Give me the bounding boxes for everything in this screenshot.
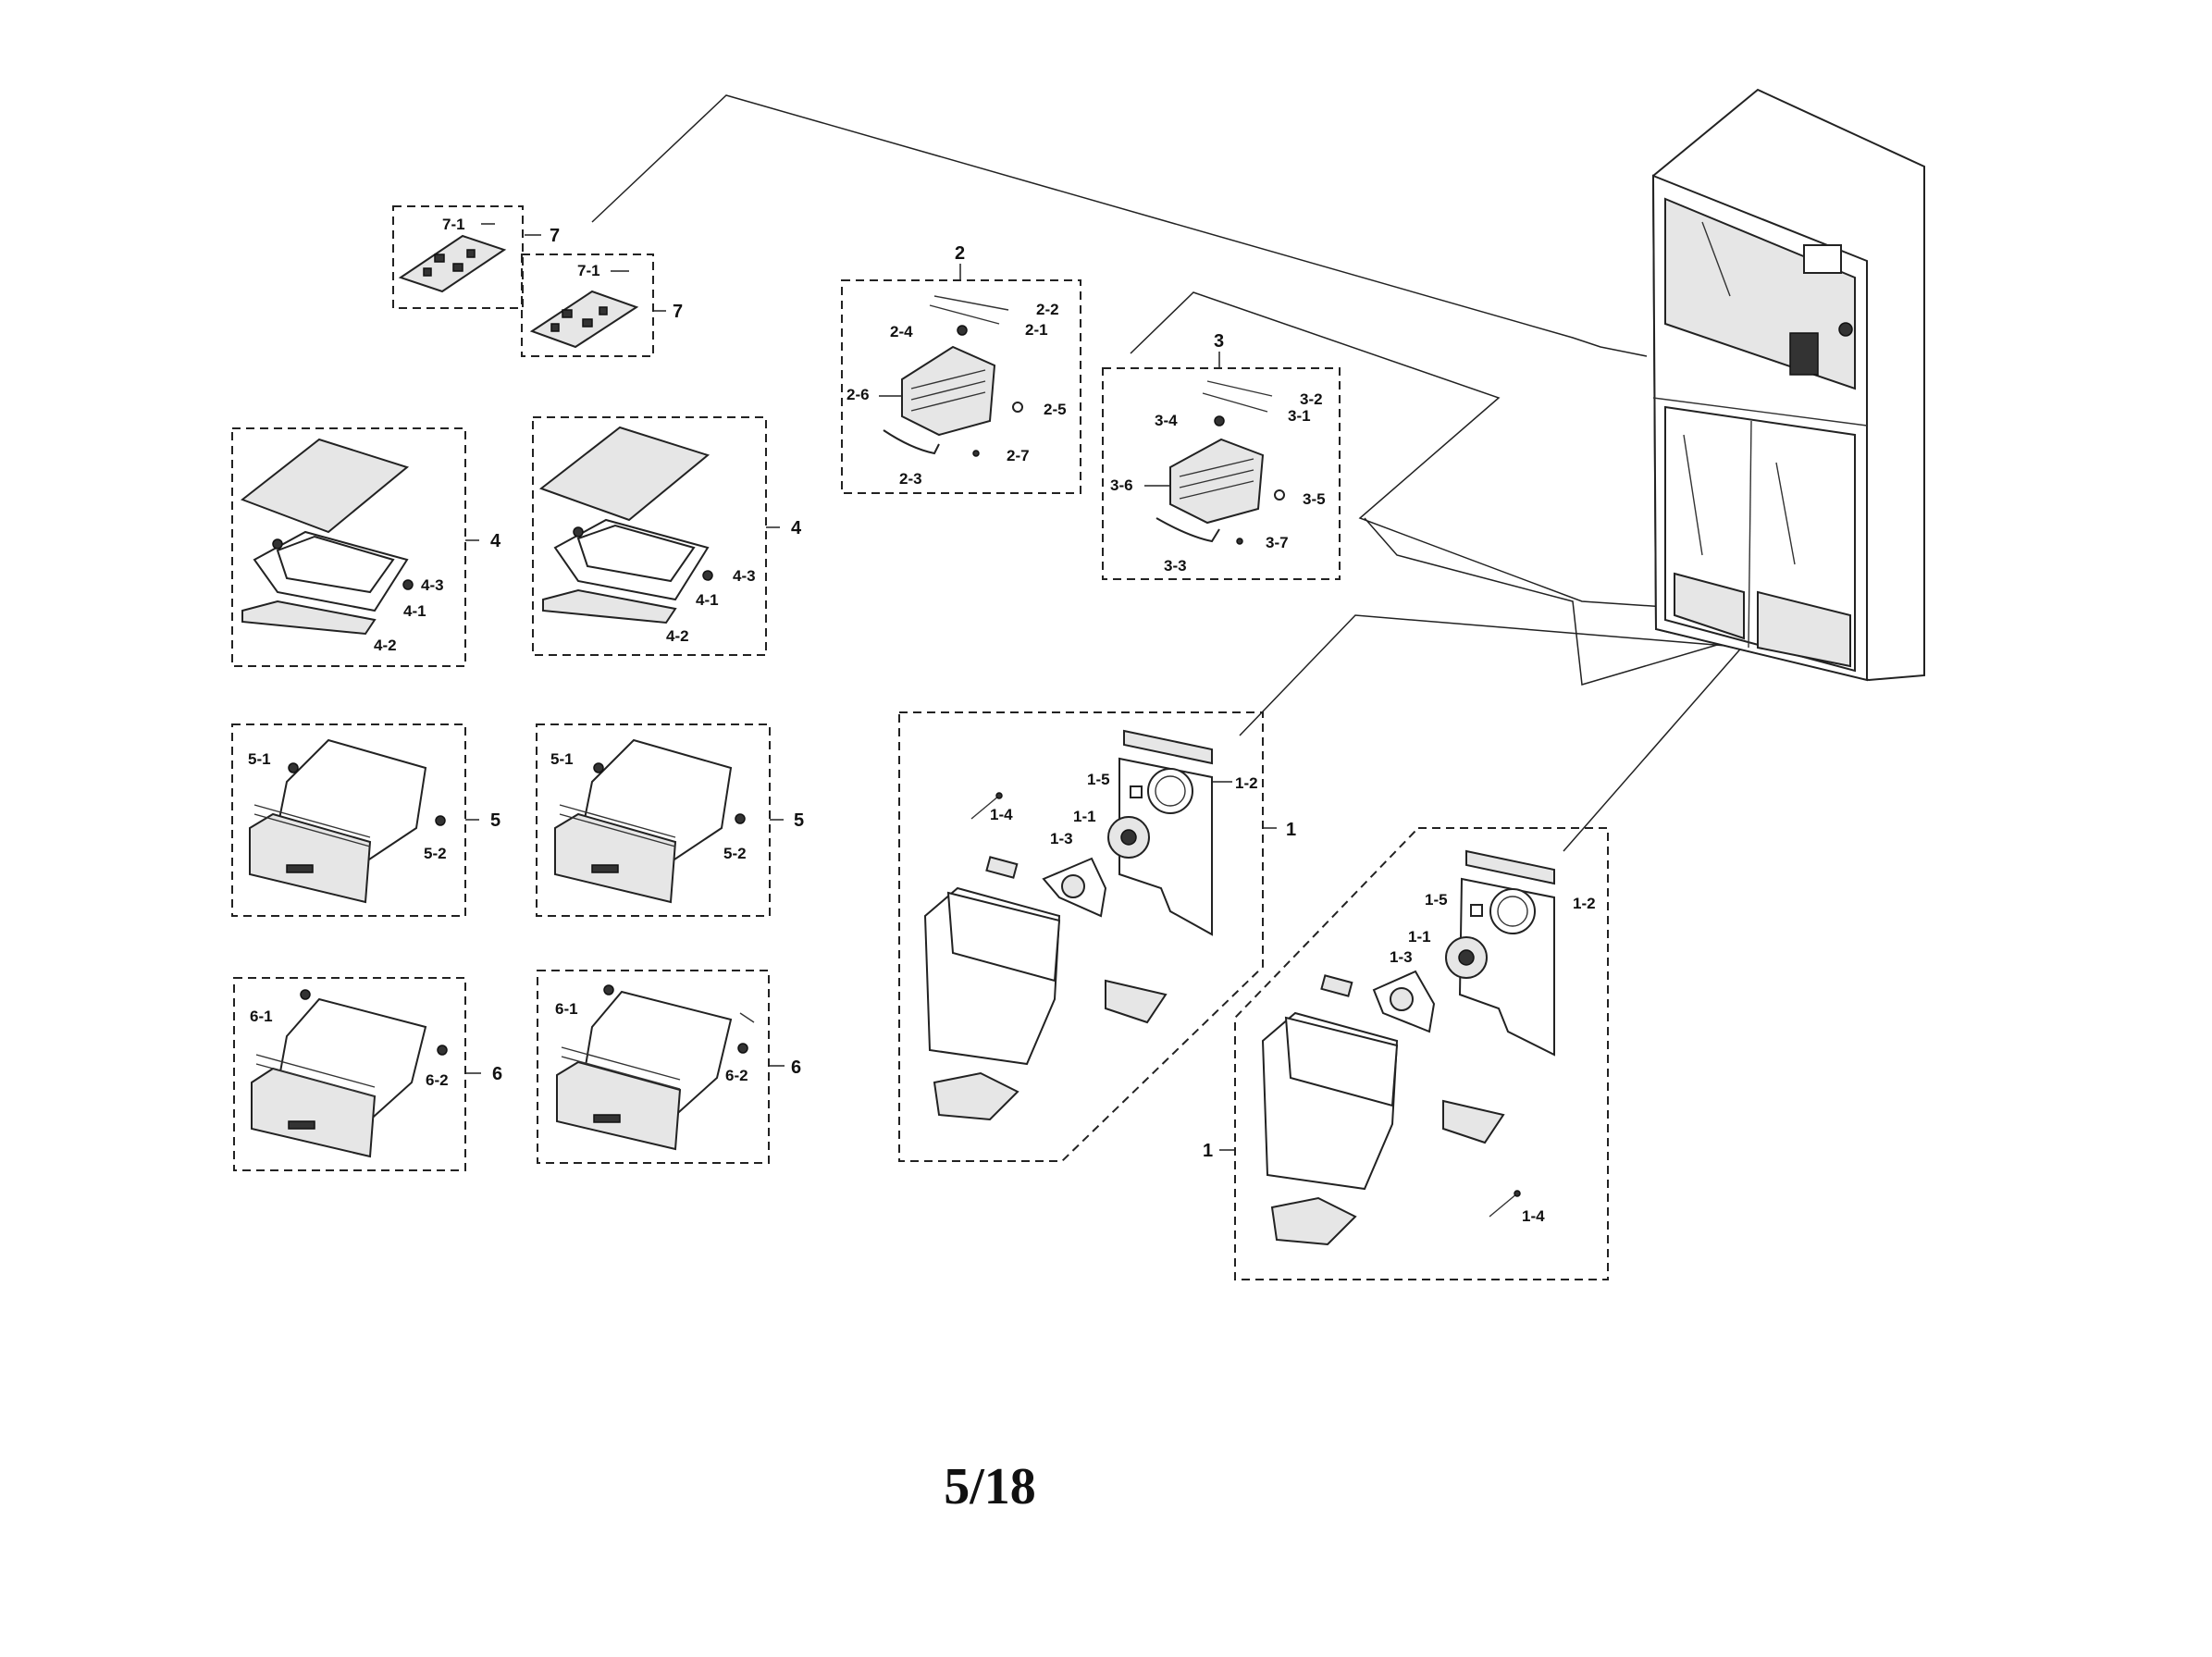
callout-3-7: 3-7 <box>1266 534 1289 551</box>
group-3-box <box>1102 367 1341 580</box>
group-2-box <box>841 279 1081 494</box>
page-number: 5/18 <box>944 1458 1036 1515</box>
callout-3-2: 3-2 <box>1300 390 1323 408</box>
part-1-b-damper <box>1442 1099 1505 1144</box>
callout-4-3-a: 4-3 <box>421 576 444 594</box>
callout-6-2-a: 6-2 <box>426 1071 449 1089</box>
callout-2-5: 2-5 <box>1044 401 1067 418</box>
callout-3-4: 3-4 <box>1155 412 1178 429</box>
part-1-b-top-bar <box>1465 849 1555 885</box>
connector-lines <box>591 94 1759 852</box>
part-5-front-panel-b <box>554 812 677 904</box>
group-4-a-box <box>231 427 466 667</box>
part-3-heater-assembly <box>1169 438 1265 525</box>
callout-1-2-b: 1-2 <box>1573 895 1596 912</box>
group-7-b: 7-1 7 <box>521 253 683 357</box>
callout-4-2-b: 4-2 <box>666 627 689 645</box>
callout-1-3-a: 1-3 <box>1050 830 1073 847</box>
callout-3-5: 3-5 <box>1303 490 1326 508</box>
callout-1-5-a: 1-5 <box>1087 771 1110 788</box>
callout-2-4: 2-4 <box>890 323 913 340</box>
callout-1-4-a: 1-4 <box>990 806 1013 823</box>
group-4-b: 4-3 4-1 4-2 4 <box>532 416 802 656</box>
group-7-a-number: 7 <box>550 226 560 246</box>
group-1-b: 1-5 1-2 1-1 1-3 1-4 1 <box>1203 827 1609 1280</box>
group-6-b-box <box>537 970 770 1164</box>
part-2-3-tube <box>883 429 940 455</box>
part-3-3-tube <box>1155 517 1220 543</box>
group-7-a: 7-1 7 <box>392 205 560 309</box>
group-7-b-number: 7 <box>673 302 683 322</box>
callout-2-1: 2-1 <box>1025 321 1048 339</box>
callout-5-1-a: 5-1 <box>248 750 271 768</box>
group-4-a: 4-3 4-1 4-2 4 <box>231 427 501 667</box>
part-4-2-cover-b <box>542 588 677 624</box>
callout-6-2-b: 6-2 <box>725 1067 748 1084</box>
part-4-shelf-glass-b <box>538 426 711 522</box>
group-5-b: 5-1 5-2 5 <box>536 723 804 917</box>
callout-7-1-b: 7-1 <box>577 262 600 279</box>
group-1-b-box <box>1234 827 1609 1280</box>
part-1-a-lower-duct <box>933 1071 1019 1121</box>
callout-1-1-a: 1-1 <box>1073 808 1096 825</box>
part-1-a-top-bar <box>1123 729 1213 765</box>
group-4-b-number: 4 <box>791 518 802 538</box>
group-6-b: 6-1 6-2 6 <box>537 970 801 1164</box>
callout-4-1-a: 4-1 <box>403 602 426 620</box>
callout-7-1-a: 7-1 <box>442 216 465 233</box>
callout-1-1-b: 1-1 <box>1408 928 1431 946</box>
callout-5-2-b: 5-2 <box>723 845 747 862</box>
group-6-a: 6-1 6-2 6 <box>233 977 502 1171</box>
part-1-b-lower-duct <box>1270 1196 1357 1246</box>
callout-2-3: 2-3 <box>899 470 922 488</box>
callout-4-2-a: 4-2 <box>374 637 397 654</box>
callout-4-3-b: 4-3 <box>733 567 756 585</box>
part-4-shelf-glass <box>240 438 410 534</box>
group-5-a-box <box>231 723 466 917</box>
group-2-number: 2 <box>955 243 965 264</box>
group-5-a-number: 5 <box>490 810 500 831</box>
callout-3-1: 3-1 <box>1288 407 1311 425</box>
callout-1-4-b: 1-4 <box>1522 1207 1545 1225</box>
part-6-front-panel-b <box>556 1060 682 1151</box>
part-6-front-panel <box>251 1067 377 1158</box>
group-3-number: 3 <box>1214 331 1224 352</box>
part-7-a-panel <box>398 234 507 293</box>
callout-1-2-a: 1-2 <box>1235 774 1258 792</box>
callout-4-1-b: 4-1 <box>696 591 719 609</box>
callout-1-3-b: 1-3 <box>1390 948 1413 966</box>
group-5-a: 5-1 5-2 5 <box>231 723 500 917</box>
group-5-b-box <box>536 723 771 917</box>
group-5-b-number: 5 <box>794 810 804 831</box>
callout-6-1-a: 6-1 <box>250 1008 273 1025</box>
callout-6-1-b: 6-1 <box>555 1000 578 1018</box>
callout-2-6: 2-6 <box>846 386 870 403</box>
group-1-b-number: 1 <box>1203 1141 1213 1161</box>
part-4-2-cover <box>241 600 377 636</box>
group-1-a-number: 1 <box>1286 820 1296 840</box>
group-7-b-box <box>521 253 654 357</box>
callout-2-2: 2-2 <box>1036 301 1059 318</box>
group-4-a-number: 4 <box>490 531 501 551</box>
refrigerator-cabinet <box>1651 88 1925 682</box>
part-5-front-panel <box>249 812 372 904</box>
callout-2-7: 2-7 <box>1007 447 1030 464</box>
callout-3-3: 3-3 <box>1164 557 1187 575</box>
group-1-a: 1-5 1-2 1-1 1-3 1-4 1 <box>898 711 1296 1162</box>
callout-3-6: 3-6 <box>1110 476 1133 494</box>
callout-5-2-a: 5-2 <box>424 845 447 862</box>
group-6-b-number: 6 <box>791 1057 801 1078</box>
group-3: 3 3-2 3-1 3-4 3-6 3-5 3-3 3-7 <box>1102 331 1341 580</box>
group-4-b-box <box>532 416 767 656</box>
part-1-a-damper <box>1105 979 1168 1024</box>
group-6-a-box <box>233 977 466 1171</box>
callout-5-1-b: 5-1 <box>550 750 574 768</box>
group-2: 2 2-2 2-1 2-4 2-6 2-5 2-3 2-7 <box>841 243 1081 494</box>
group-1-a-box <box>898 711 1264 1162</box>
group-6-a-number: 6 <box>492 1064 502 1084</box>
callout-1-5-b: 1-5 <box>1425 891 1448 909</box>
